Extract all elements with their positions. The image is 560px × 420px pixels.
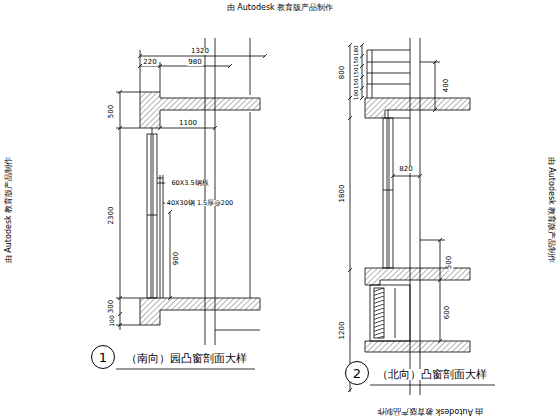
dimension: 600 [445,304,452,319]
detail-title: （南向）园凸窗剖面大样 [125,353,248,364]
dimension: 1320 [190,48,210,55]
dimension: 300 [109,298,116,313]
detail-title: （北向）凸窗剖面大样 [376,369,488,380]
dimension: 100 [353,89,359,102]
dimension: 980 [187,59,202,66]
material-note: 40X30钢 1.5厚@200 [166,200,234,207]
dimension: 900 [174,250,181,265]
watermark: 由 Autodesk 教育版产品制作 [226,4,334,12]
dimension: 820 [398,166,413,173]
dimension: 400 [444,77,451,92]
dimension: 1200 [339,320,346,340]
watermark: 由 Autodesk 教育版产品制作 [547,156,555,264]
dimension: 220 [142,59,157,66]
detail-number-circle: 2 [345,361,369,385]
dimension: 100 [109,314,115,327]
dimension: 800 [340,64,347,79]
watermark: 由 Autodesk 教育版产品制作 [5,156,13,264]
watermark: 由 Autodesk 教育版产品制作 [376,407,484,415]
material-note: 60X3.5钢板 [170,180,209,187]
dimension: 1800 [339,183,346,203]
detail-number: 2 [353,367,361,380]
detail-number-circle: 1 [91,345,115,369]
dimension: 500 [447,254,454,269]
dimension: 2300 [108,205,115,225]
dimension: 500 [109,103,116,118]
detail-number: 1 [99,351,107,364]
dimension: 1100 [178,120,198,127]
